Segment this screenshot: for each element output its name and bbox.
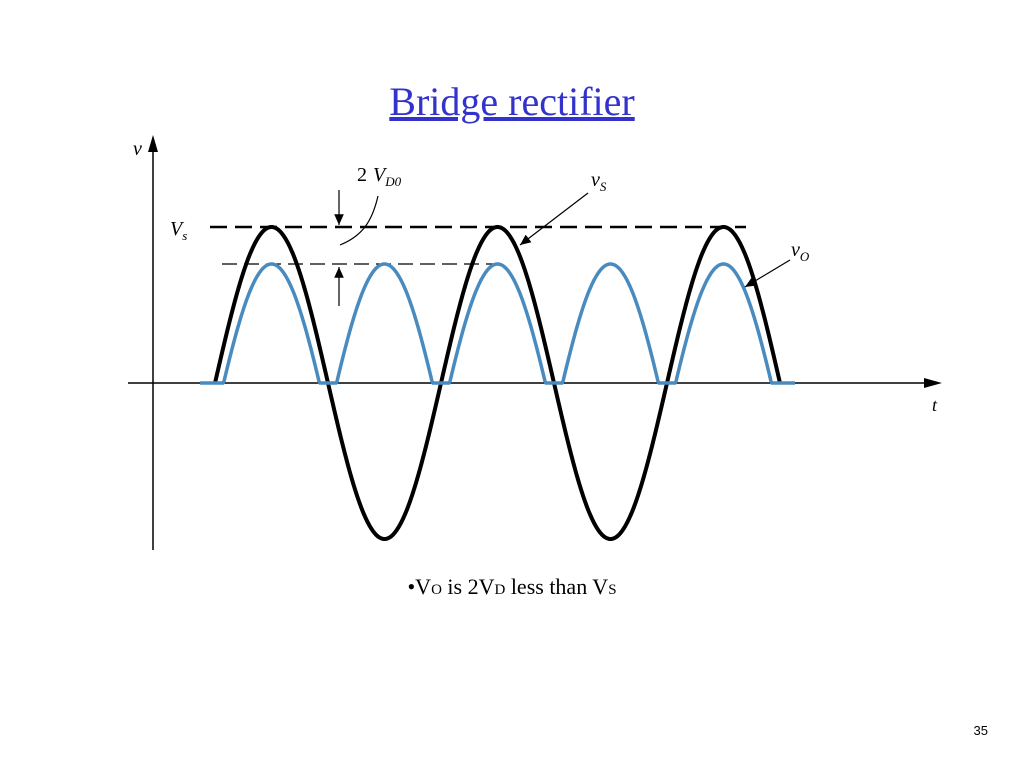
v-axis-arrow xyxy=(148,135,158,152)
axis-t-label: t xyxy=(932,395,938,415)
vs-curve-label: vS xyxy=(591,169,607,194)
axis-v-label: v xyxy=(133,138,142,160)
caption-text: •VO is 2VD less than VS xyxy=(407,574,617,599)
slide-title: Bridge rectifier xyxy=(389,79,635,124)
vo-curve-label: vO xyxy=(791,239,810,264)
vs-curve xyxy=(213,225,782,541)
vs-leader-arrow xyxy=(519,192,589,246)
t-axis-arrow xyxy=(924,378,942,388)
page-number: 35 xyxy=(973,723,988,738)
vo-curve xyxy=(200,262,795,385)
vo-leader-arrow xyxy=(744,259,791,288)
drop-label-leader xyxy=(339,195,379,246)
vs-level-label: Vs xyxy=(170,218,187,243)
